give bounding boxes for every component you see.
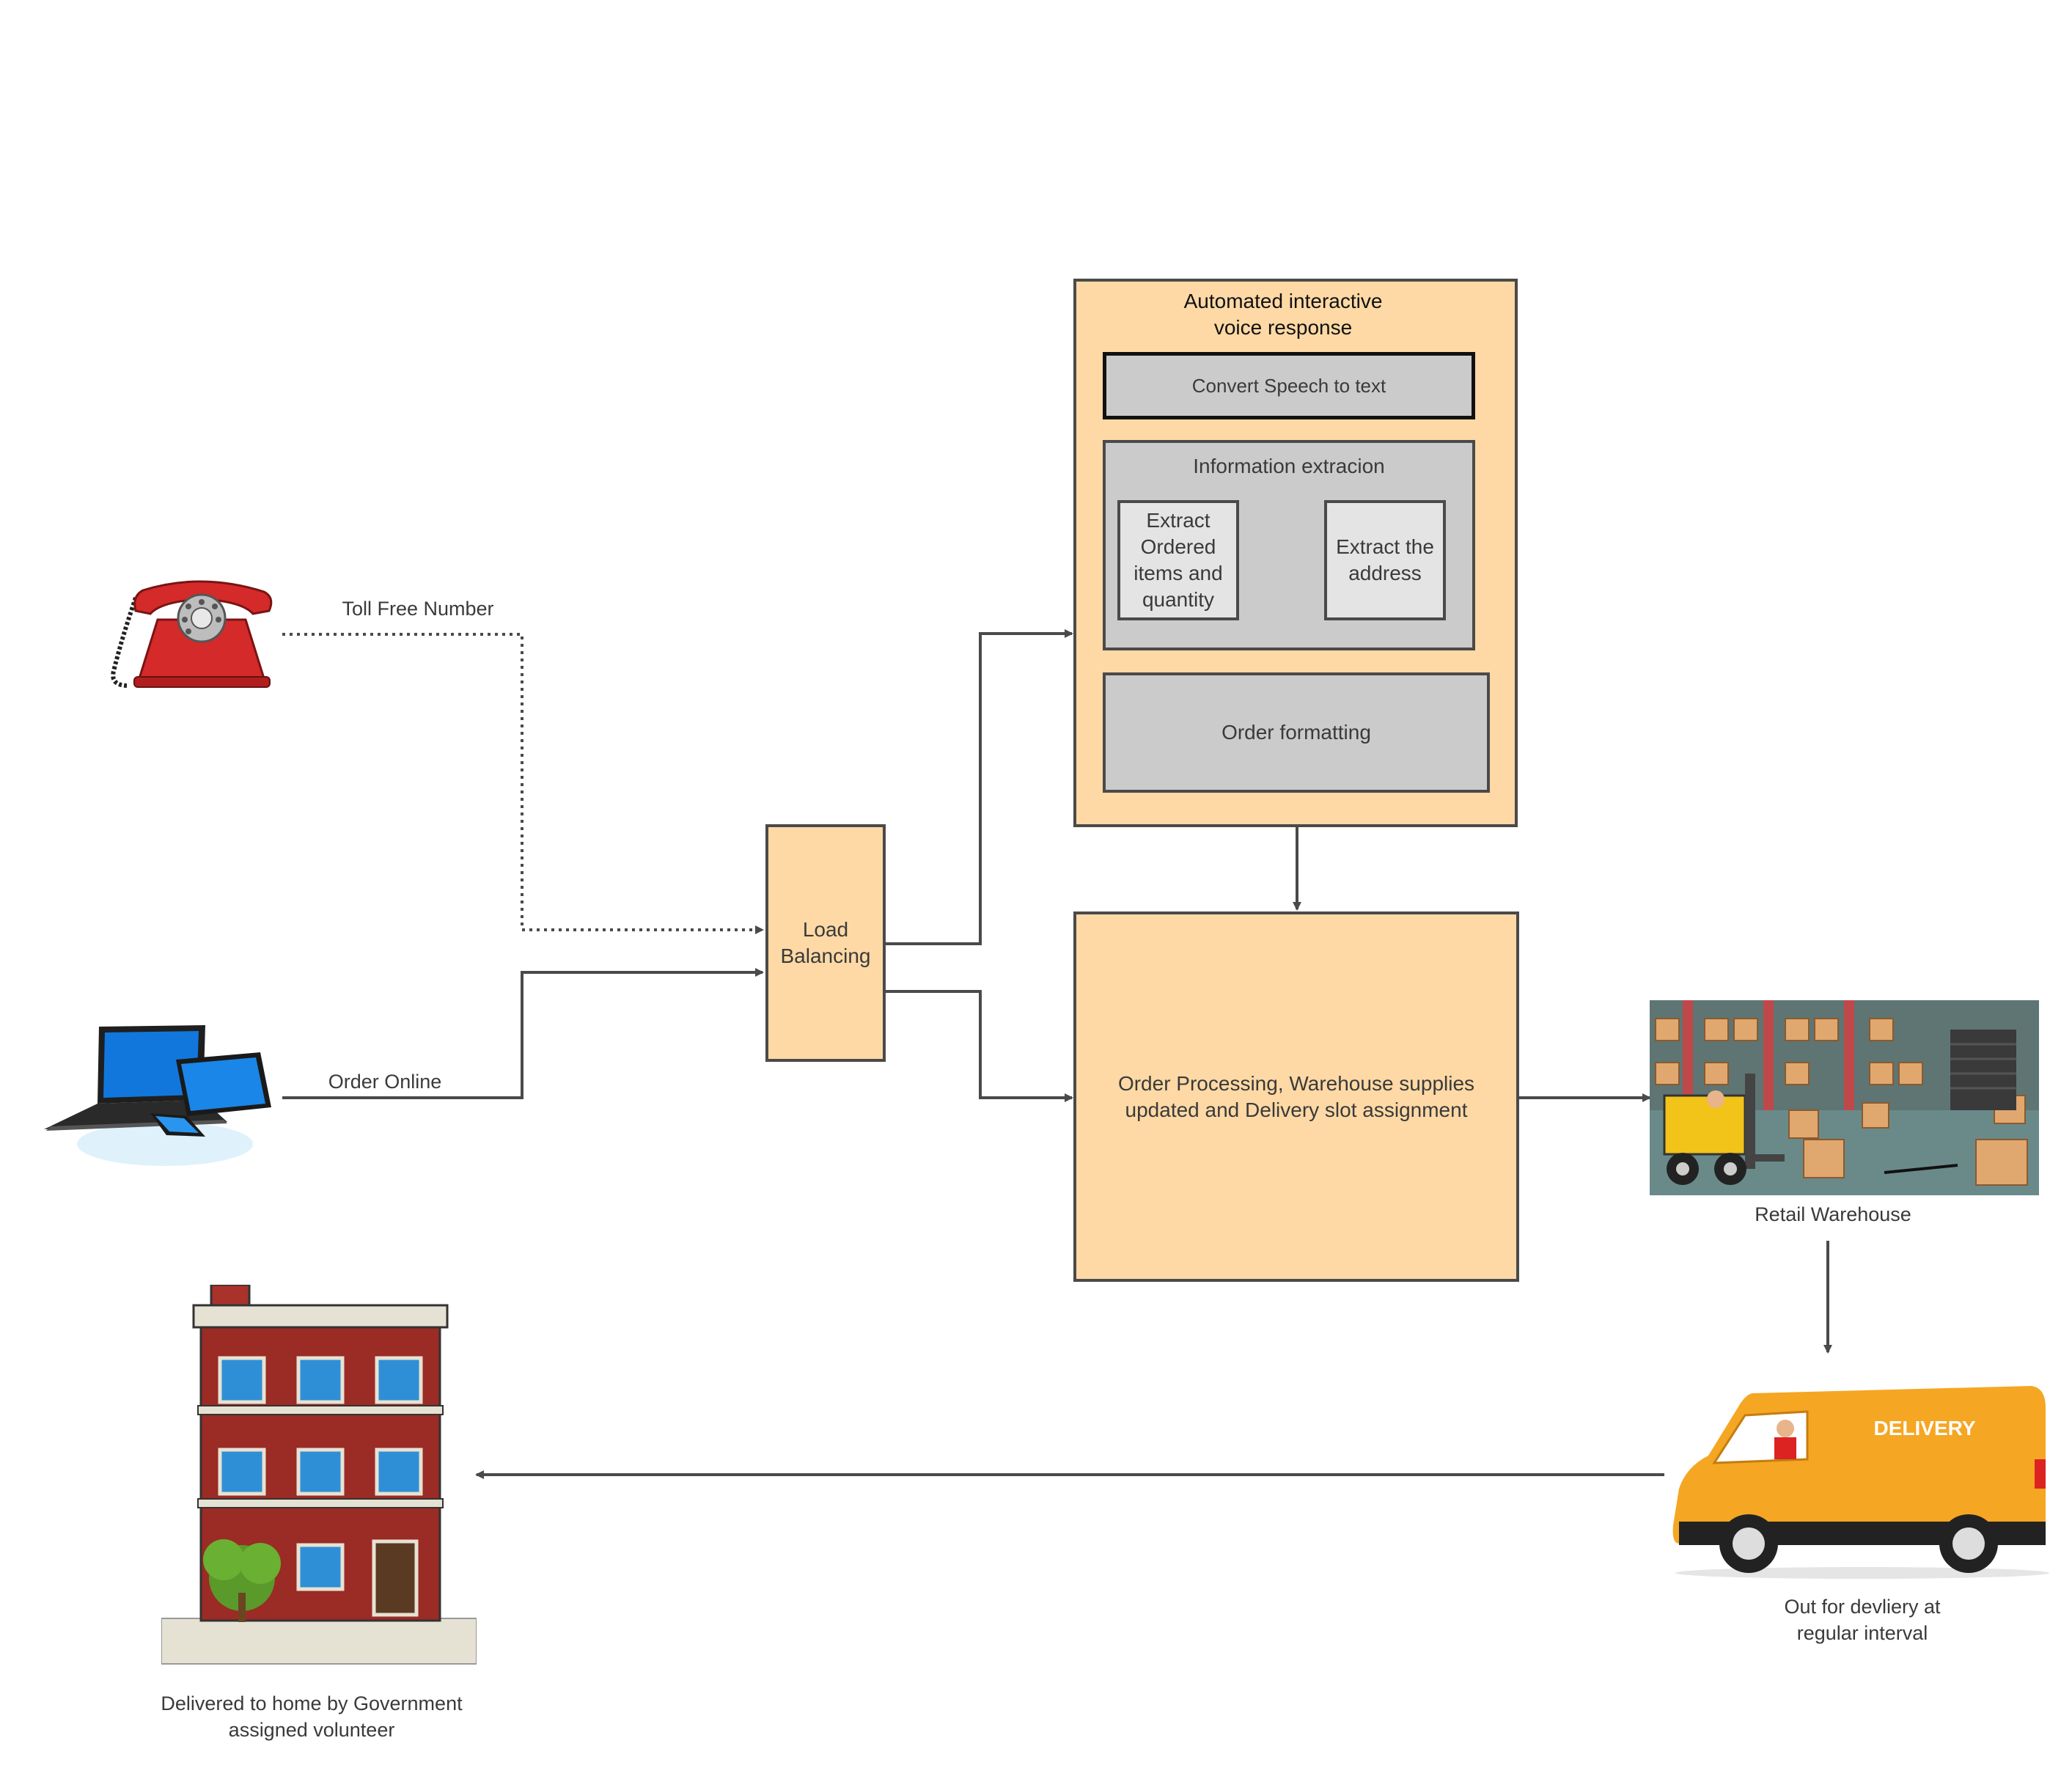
out-for-delivery-label: Out for devliery at regular interval bbox=[1784, 1596, 1941, 1644]
load-balancing-box: Load Balancing bbox=[765, 824, 886, 1062]
speech-to-text-label: Convert Speech to text bbox=[1191, 375, 1386, 397]
retail-warehouse-label: Retail Warehouse bbox=[1755, 1203, 1911, 1225]
laptop-tablet-phone-icon bbox=[44, 1025, 271, 1166]
lb-to-processing-connector bbox=[884, 990, 1073, 1102]
delivery-van-illustration: DELIVERY bbox=[1672, 1386, 2049, 1579]
order-formatting-box: Order formatting bbox=[1103, 672, 1490, 793]
van-delivery-text: DELIVERY bbox=[1874, 1417, 1976, 1439]
rotary-telephone-icon bbox=[111, 580, 273, 688]
toll-free-connector bbox=[282, 633, 764, 934]
order-processing-box: Order Processing, Warehouse supplies upd… bbox=[1073, 911, 1519, 1282]
warehouse-illustration bbox=[1650, 1000, 2039, 1195]
extract-items-label: Extract Ordered items and quantity bbox=[1134, 509, 1223, 611]
toll-free-label: Toll Free Number bbox=[342, 598, 494, 620]
order-online-connector bbox=[282, 968, 764, 1099]
information-extraction-label: Information extracion bbox=[1193, 455, 1385, 477]
lb-to-ivr-connector bbox=[884, 629, 1073, 945]
order-online-label: Order Online bbox=[328, 1071, 442, 1093]
load-balancing-label: Load Balancing bbox=[780, 918, 871, 967]
apartment-building-illustration bbox=[161, 1285, 477, 1665]
extract-address-label: Extract the address bbox=[1336, 535, 1434, 584]
ivr-title: Automated interactive voice response bbox=[1183, 290, 1383, 339]
extract-address-box: Extract the address bbox=[1324, 500, 1446, 620]
extract-items-box: Extract Ordered items and quantity bbox=[1117, 500, 1239, 620]
order-formatting-label: Order formatting bbox=[1221, 721, 1371, 744]
delivered-home-label: Delivered to home by Government assigned… bbox=[161, 1692, 463, 1741]
speech-to-text-box: Convert Speech to text bbox=[1103, 352, 1475, 419]
order-processing-label: Order Processing, Warehouse supplies upd… bbox=[1117, 1071, 1475, 1121]
